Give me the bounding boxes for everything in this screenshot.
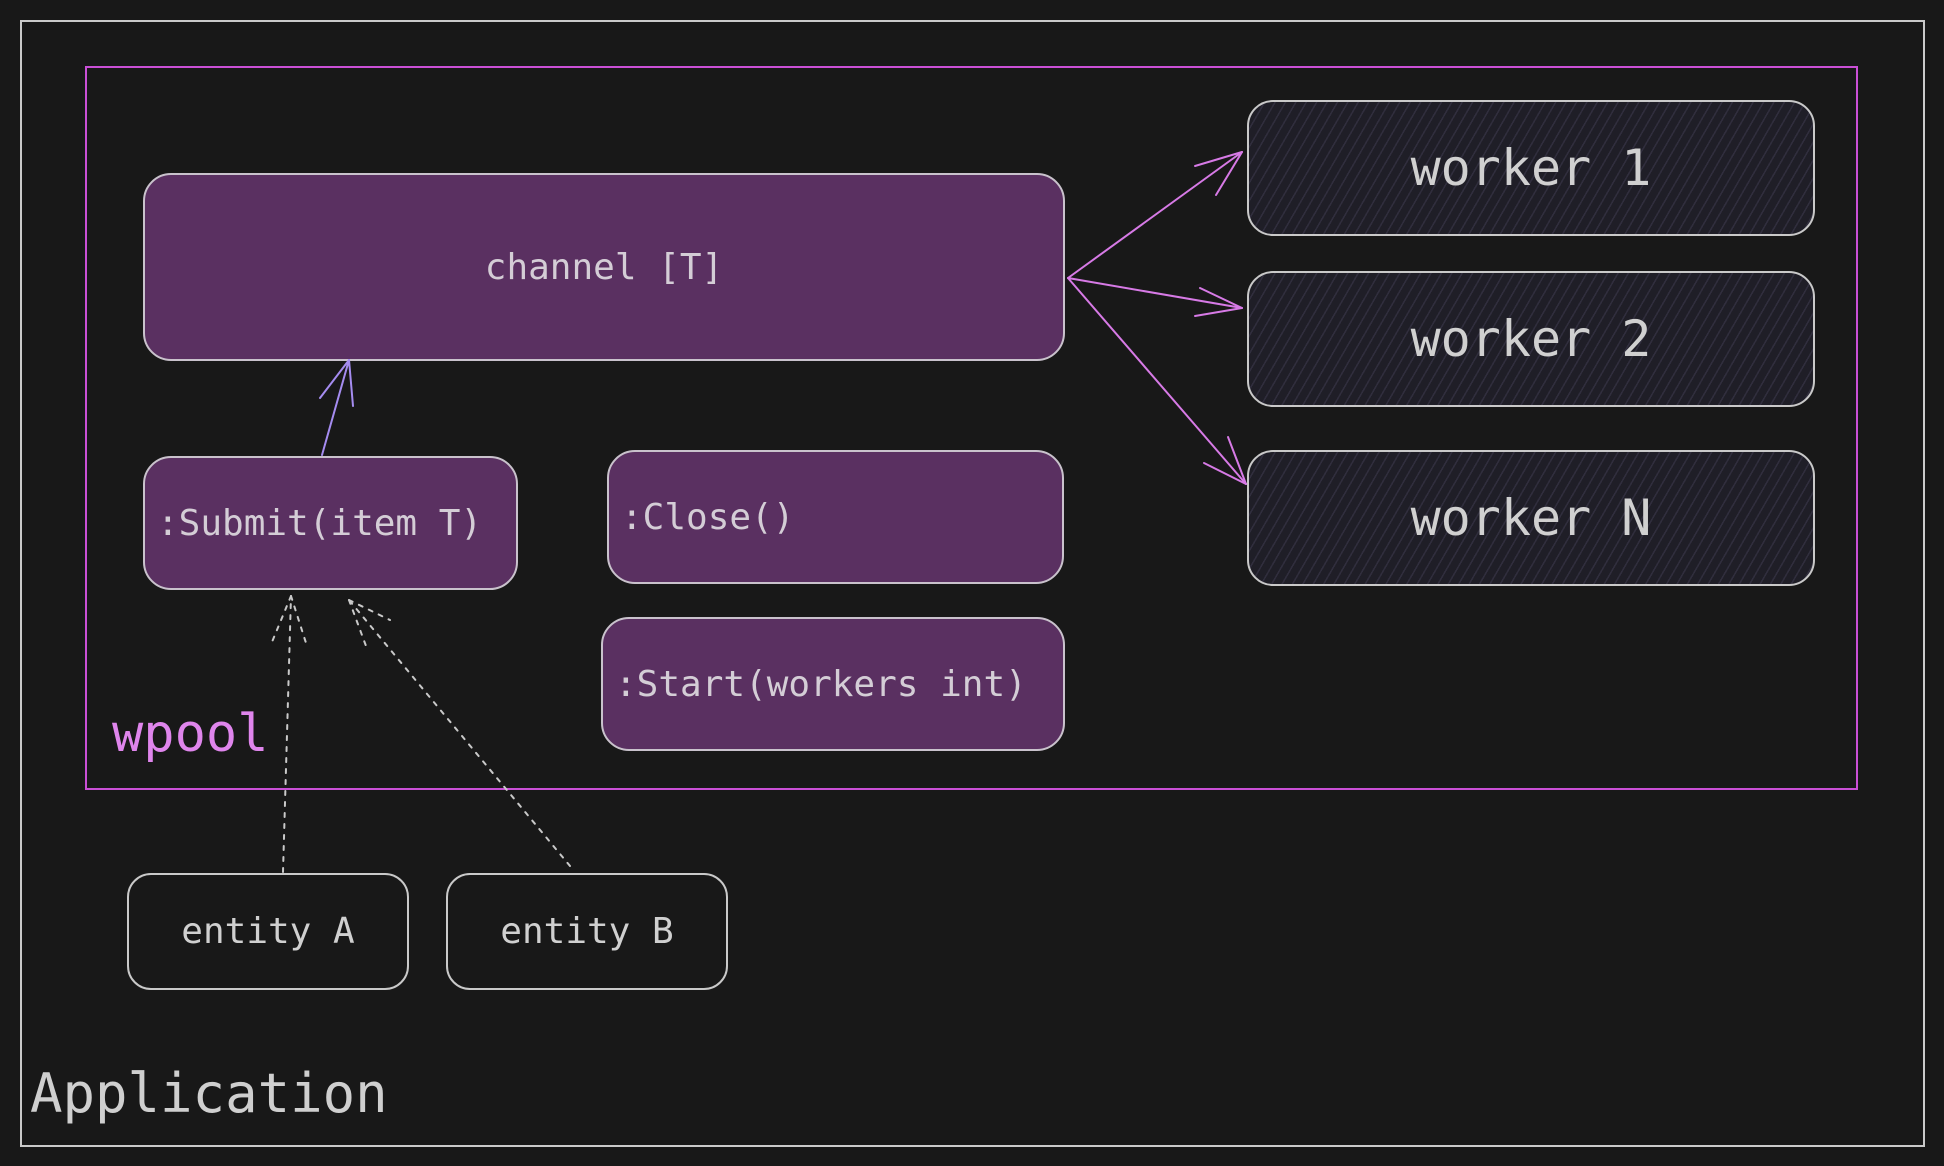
submit-method-box: :Submit(item T): [143, 456, 518, 590]
application-label: Application: [30, 1062, 388, 1125]
entity-b-label: entity B: [500, 911, 674, 952]
channel-label: channel [T]: [484, 246, 724, 288]
wpool-frame: [85, 66, 1858, 790]
dotted-arrow-entity-b-to-submit: [348, 599, 571, 867]
close-method-label: :Close(): [621, 496, 795, 538]
entity-a-box: entity A: [127, 873, 409, 990]
arrow-channel-to-worker-2: [1067, 277, 1243, 317]
start-method-label: :Start(workers int): [615, 663, 1027, 705]
worker-1-label: worker 1: [1410, 139, 1652, 197]
submit-method-label: :Submit(item T): [157, 502, 483, 544]
entity-a-label: entity A: [181, 911, 355, 952]
arrow-channel-to-worker-1: [1067, 151, 1243, 279]
entity-b-box: entity B: [446, 873, 728, 990]
worker-2-box: worker 2: [1247, 271, 1815, 407]
worker-1-box: worker 1: [1247, 100, 1815, 236]
dotted-arrow-entity-a-to-submit: [271, 595, 307, 873]
wpool-label: wpool: [112, 704, 269, 764]
arrow-channel-to-worker-n: [1067, 277, 1247, 485]
worker-2-label: worker 2: [1410, 310, 1652, 368]
arrow-submit-to-channel: [319, 359, 354, 456]
start-method-box: :Start(workers int): [601, 617, 1065, 751]
channel-box: channel [T]: [143, 173, 1065, 361]
close-method-box: :Close(): [607, 450, 1064, 584]
application-frame: [20, 20, 1925, 1147]
worker-n-label: worker N: [1410, 489, 1652, 547]
worker-n-box: worker N: [1247, 450, 1815, 586]
